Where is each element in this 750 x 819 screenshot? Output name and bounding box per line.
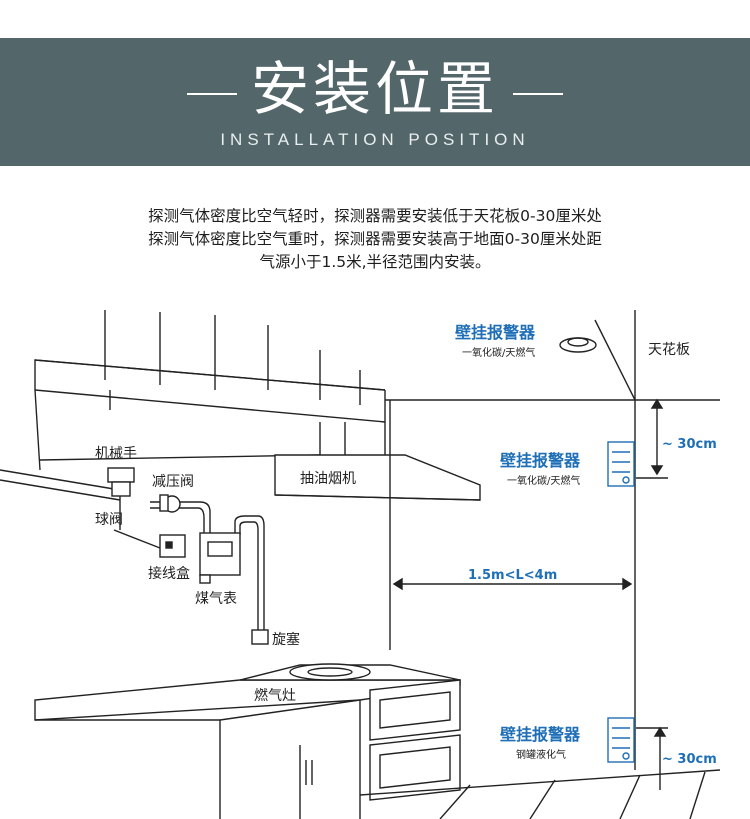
label-gas-stove: 燃气灶 bbox=[254, 687, 296, 704]
dimension-top bbox=[636, 398, 668, 479]
drawers bbox=[369, 679, 461, 801]
label-mechanical-hand: 机械手 bbox=[95, 446, 137, 462]
gas-pipeline bbox=[0, 469, 265, 635]
alarm-mid-subtitle: 一氧化碳/天燃气 bbox=[507, 474, 580, 487]
plug-valve bbox=[251, 629, 269, 645]
page-title-text: 安装位置 bbox=[250, 55, 499, 123]
description-text: 探测气体密度比空气轻时，探测器需要安装低于天花板0-30厘米处 探测气体密度比空… bbox=[100, 205, 650, 274]
distance-label: 1.5m<L<4m bbox=[468, 568, 557, 583]
gas-stove bbox=[289, 663, 371, 681]
wall-alarm-mid-icon bbox=[607, 441, 635, 487]
description-line-1: 探测气体密度比空气轻时，探测器需要安装低于天花板0-30厘米处 bbox=[148, 207, 602, 225]
label-ball-valve: 球阀 bbox=[95, 512, 123, 528]
label-ceiling: 天花板 bbox=[648, 342, 690, 358]
title-dash-right bbox=[513, 92, 563, 95]
title-dash-left bbox=[186, 92, 237, 95]
label-pressure-valve: 减压阀 bbox=[152, 474, 194, 490]
alarm-top-title: 壁挂报警器 bbox=[455, 323, 536, 342]
page-subtitle: INSTALLATION POSITION bbox=[220, 130, 530, 149]
page-title: 安装位置 bbox=[0, 54, 750, 124]
distance-arrow bbox=[392, 577, 633, 591]
label-range-hood: 抽油烟机 bbox=[300, 471, 356, 487]
alarm-bottom-subtitle: 钢罐液化气 bbox=[516, 748, 566, 761]
dimension-bottom-label: ~ 30cm bbox=[662, 752, 717, 767]
label-junction-box: 接线盒 bbox=[148, 565, 190, 582]
title-banner: 安装位置 INSTALLATION POSITION bbox=[0, 38, 750, 166]
upper-cabinets bbox=[34, 310, 386, 471]
ceiling-alarm-icon bbox=[559, 337, 597, 353]
label-gas-meter: 煤气表 bbox=[195, 591, 237, 607]
description-line-3: 气源小于1.5米,半径范围内安装。 bbox=[259, 253, 491, 271]
alarm-top-subtitle: 一氧化碳/天燃气 bbox=[462, 346, 535, 359]
description-line-2: 探测气体密度比空气重时，探测器需要安装高于地面0-30厘米处距 bbox=[148, 230, 602, 248]
installation-diagram: 机械手 减压阀 球阀 接线盒 煤气表 旋塞 燃气灶 抽油烟机 天花板 壁挂报警器… bbox=[0, 310, 721, 819]
alarm-mid-title: 壁挂报警器 bbox=[500, 451, 581, 470]
dimension-top-label: ~ 30cm bbox=[662, 437, 717, 452]
range-hood bbox=[274, 422, 481, 501]
walls bbox=[385, 310, 720, 770]
alarm-bottom-title: 壁挂报警器 bbox=[500, 725, 581, 744]
label-plug-valve: 旋塞 bbox=[272, 631, 300, 648]
gas-meter bbox=[199, 532, 241, 584]
wall-alarm-bottom-icon bbox=[607, 717, 635, 763]
junction-box-dot bbox=[165, 541, 173, 549]
valves bbox=[107, 467, 181, 513]
dimension-bottom bbox=[636, 726, 668, 790]
